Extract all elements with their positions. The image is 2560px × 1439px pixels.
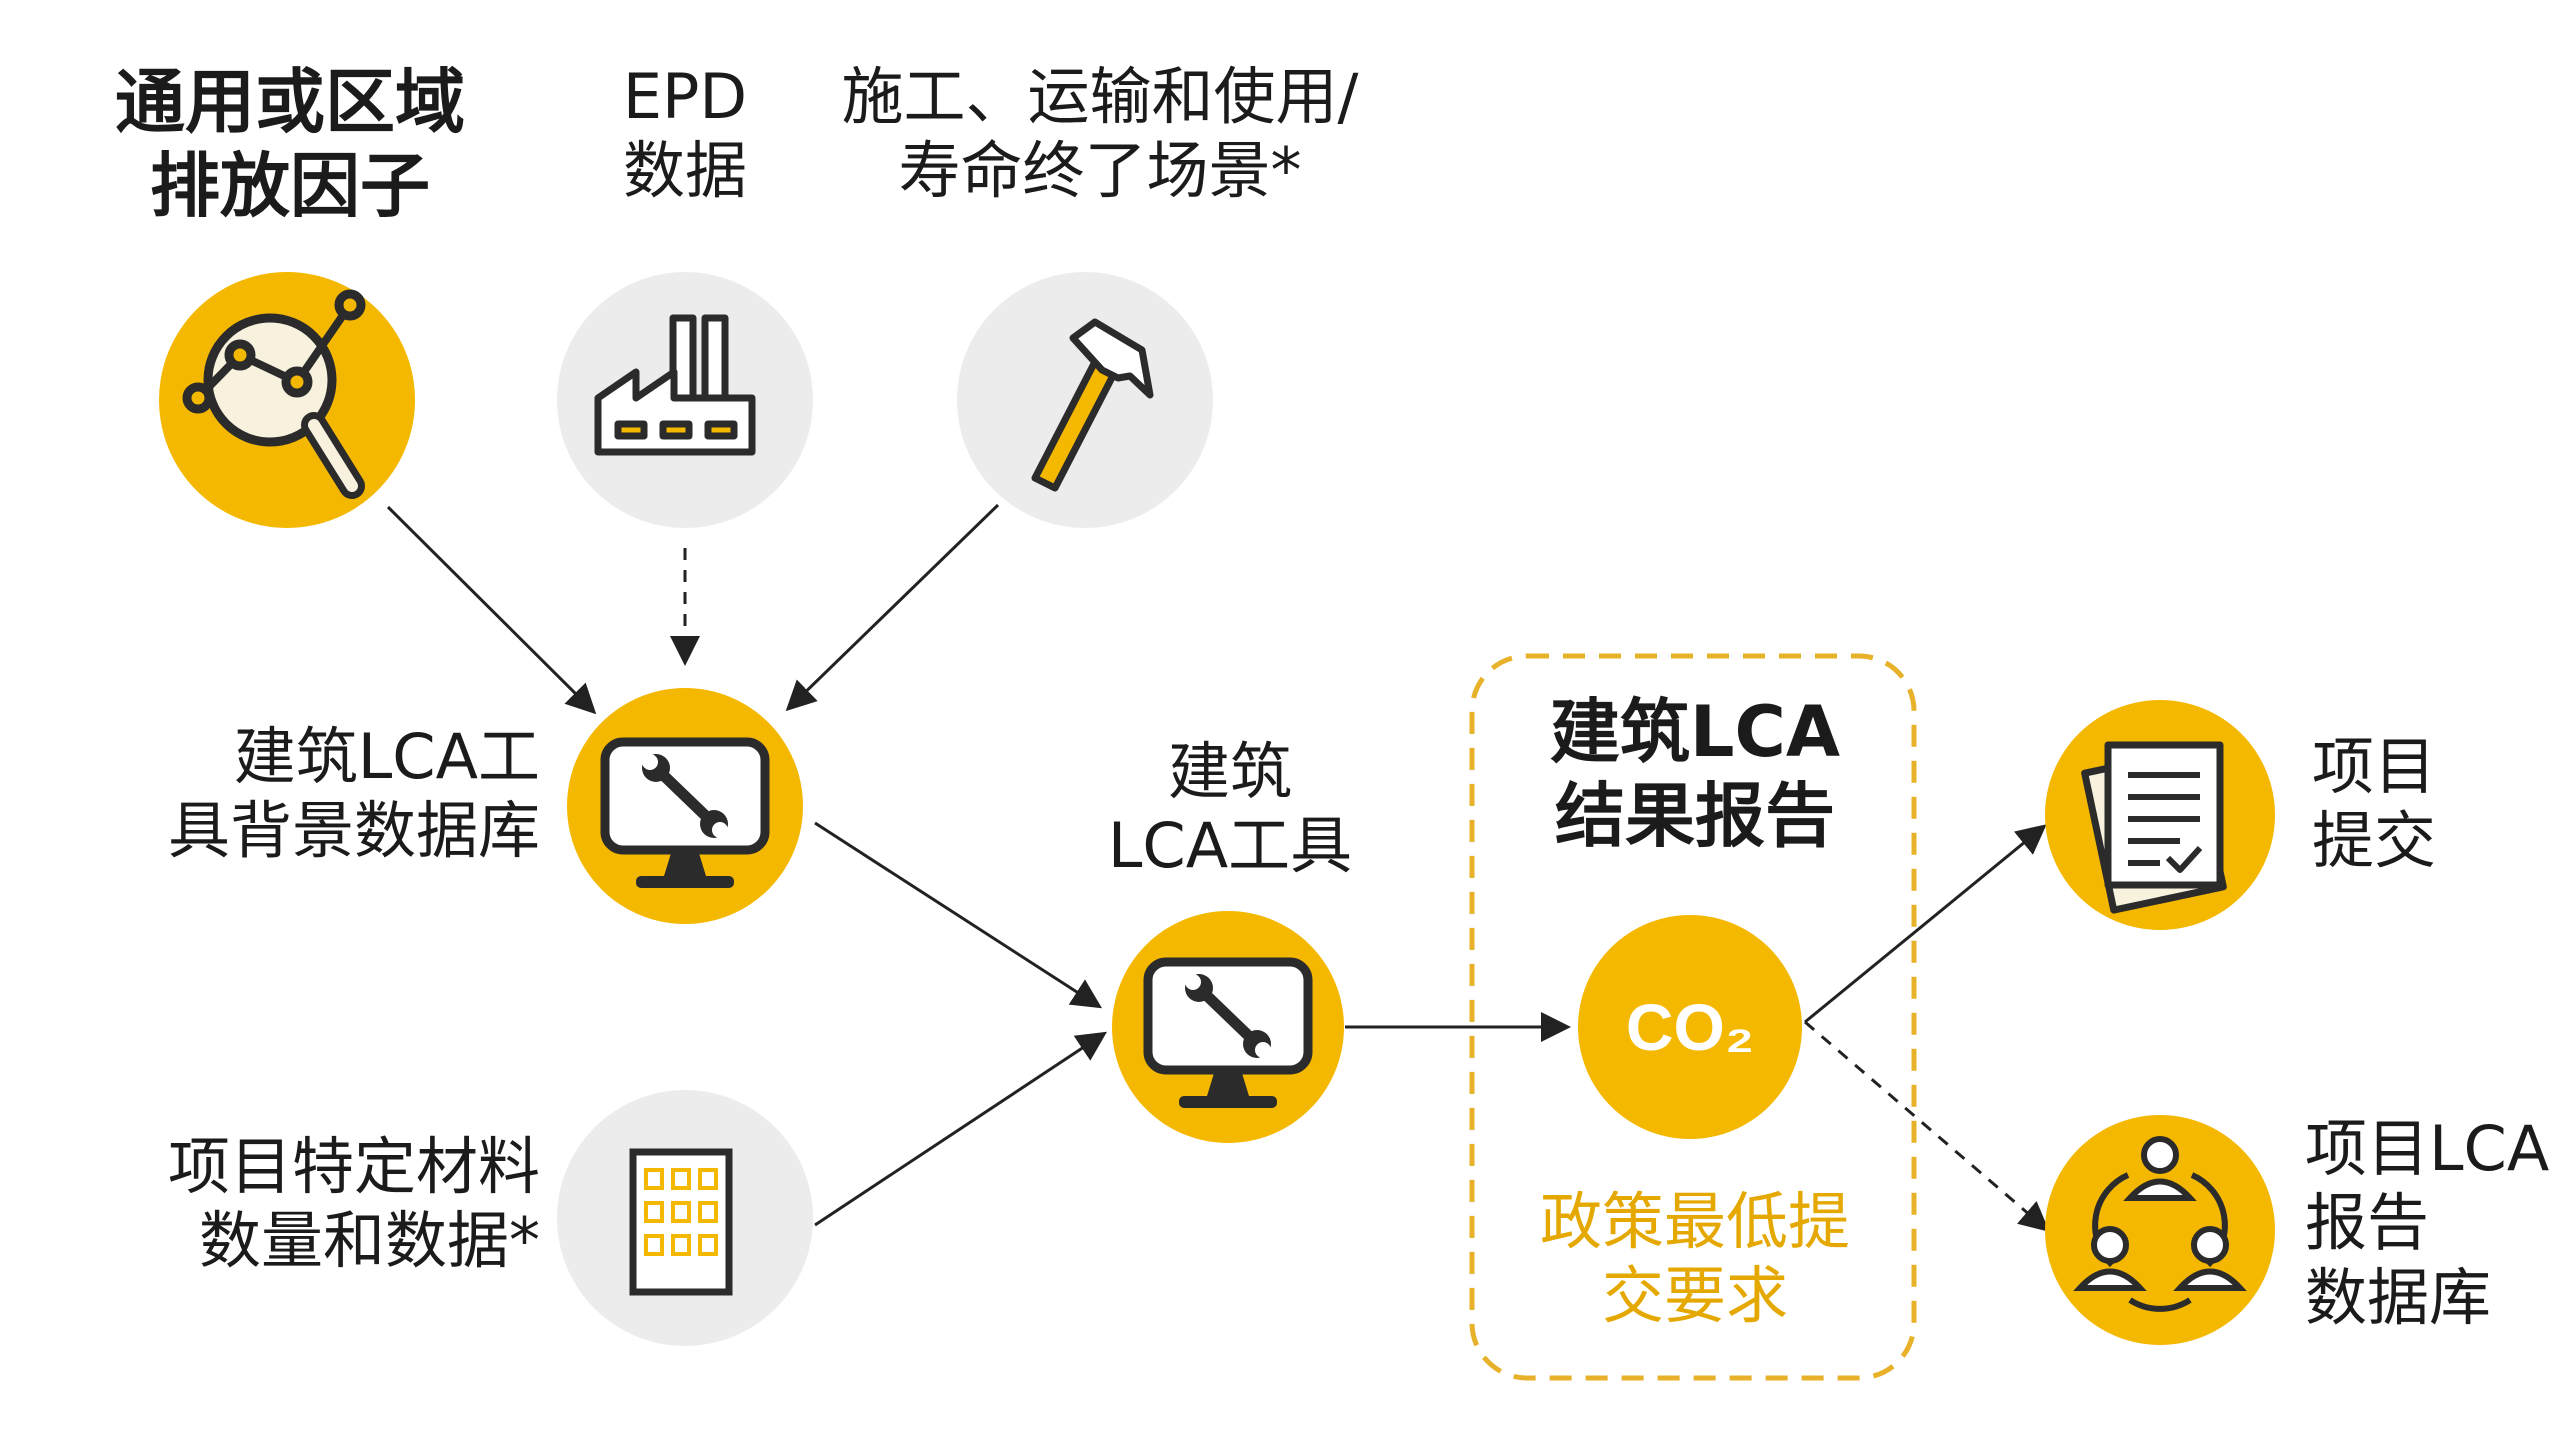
epd-line-1: EPD: [622, 60, 748, 133]
report-db-node: [2045, 1115, 2275, 1345]
arrow-co2-to-report-db: [1804, 1020, 2050, 1232]
material-data-line-1: 项目特定材料: [167, 1130, 540, 1203]
emission-factors-label: 通用或区域 排放因子: [70, 60, 510, 228]
arrow-scenarios-to-db: [785, 503, 1000, 712]
document-icon: [2081, 741, 2227, 914]
background-db-line-2: 具背景数据库: [167, 794, 540, 868]
project-submission-label: 项目 提交: [2312, 730, 2532, 879]
lca-tool-line-2: LCA工具: [1107, 809, 1353, 883]
scenarios-line-2: 寿命终了场景*: [898, 134, 1302, 208]
report-db-line-2: 报告: [2305, 1186, 2430, 1260]
material-data-line-2: 数量和数据*: [198, 1204, 540, 1278]
project-submission-line-1: 项目: [2312, 730, 2437, 803]
policy-requirement-label: 政策最低提 交要求: [1480, 1185, 1910, 1334]
hammer-icon: [1031, 318, 1154, 492]
scenarios-node: [957, 272, 1213, 528]
factory-icon: [594, 314, 756, 456]
co2-icon: CO₂: [1626, 990, 1754, 1064]
result-report-line-2: 结果报告: [1555, 775, 1835, 857]
magnifier-chart-icon: [182, 289, 366, 499]
background-db-label: 建筑LCA工 具背景数据库: [100, 720, 540, 869]
policy-line-1: 政策最低提: [1539, 1185, 1850, 1258]
emission-factors-node: [159, 272, 415, 528]
result-report-line-1: 建筑LCA: [1549, 691, 1841, 773]
scenarios-label: 施工、运输和使用/ 寿命终了场景*: [820, 60, 1380, 209]
arrow-emission-to-db: [386, 505, 597, 715]
lca-tool-line-1: 建筑: [1167, 735, 1292, 808]
result-report-label: 建筑LCA 结果报告: [1480, 690, 1910, 858]
project-submission-line-2: 提交: [2312, 804, 2437, 878]
epd-line-2: 数据: [622, 134, 747, 208]
material-data-label: 项目特定材料 数量和数据*: [80, 1130, 540, 1279]
monitor-wrench-icon: [600, 737, 770, 888]
emission-factors-line-1: 通用或区域: [115, 61, 465, 143]
background-db-line-1: 建筑LCA工: [233, 720, 540, 793]
co2-node: CO₂: [1578, 915, 1802, 1139]
people-network-icon: [2073, 1136, 2247, 1312]
building-grid-icon: [629, 1148, 733, 1296]
arrow-db-to-tool: [814, 821, 1103, 1009]
scenarios-line-1: 施工、运输和使用/: [841, 60, 1359, 133]
report-db-line-1: 项目LCA: [2305, 1112, 2550, 1185]
lca-tool-label: 建筑 LCA工具: [1080, 735, 1380, 884]
report-dashed-frame: [1469, 653, 1917, 1381]
arrow-co2-to-submission: [1804, 824, 2047, 1024]
background-db-node: [567, 688, 803, 924]
monitor-wrench-icon: [1143, 957, 1313, 1108]
epd-node: [557, 272, 813, 528]
project-submission-node: [2045, 700, 2275, 930]
material-data-node: [557, 1090, 813, 1346]
lca-tool-node: [1112, 911, 1344, 1143]
epd-label: EPD 数据: [545, 60, 825, 209]
policy-line-2: 交要求: [1601, 1259, 1788, 1333]
emission-factors-line-2: 排放因子: [150, 145, 430, 227]
report-db-line-3: 数据库: [2305, 1260, 2492, 1334]
report-db-label: 项目LCA 报告 数据库: [2305, 1112, 2555, 1335]
arrow-material-to-tool: [814, 1031, 1108, 1227]
